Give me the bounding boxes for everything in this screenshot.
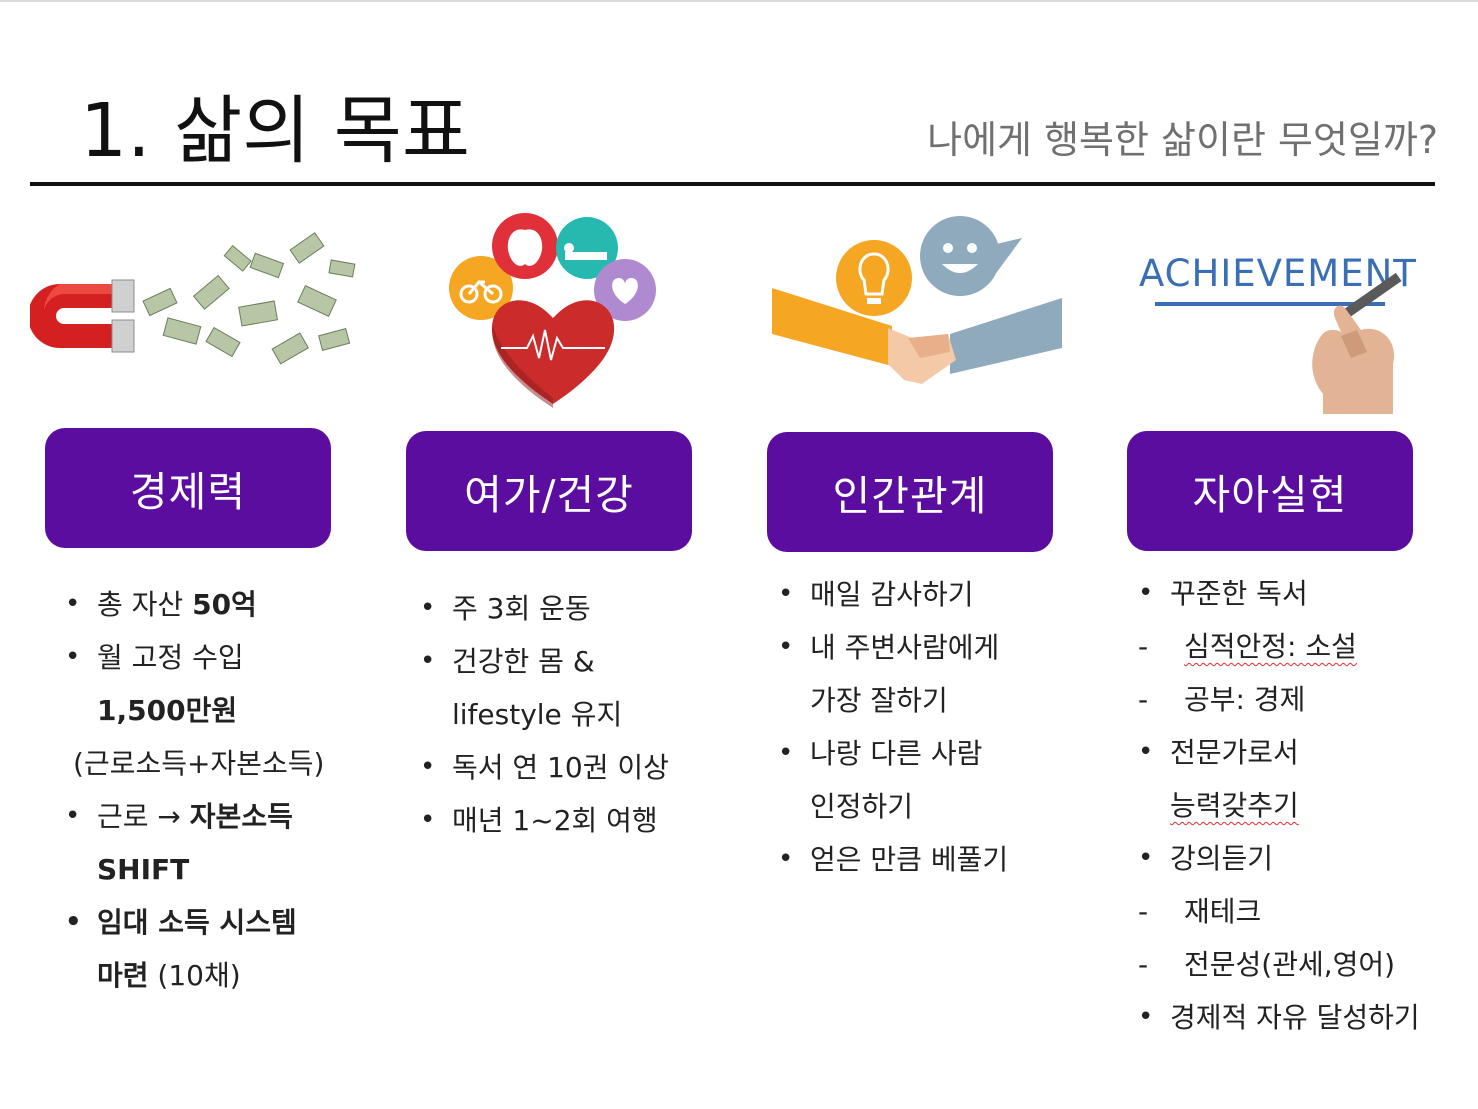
list-item: 총 자산 50억 (65, 578, 324, 631)
achievement-text: ACHIEVEMENT (1139, 252, 1417, 295)
list-item: 나랑 다른 사람 (778, 727, 1008, 780)
list-item: 능력갖추기 (1170, 789, 1299, 822)
category-self-realization: 자아실현 (1127, 431, 1413, 551)
page-subtitle: 나에게 행복한 삶이란 무엇일까? (927, 118, 1438, 162)
category-economy: 경제력 (45, 428, 331, 548)
economy-list: 총 자산 50억 월 고정 수입 1,500만원 (근로소득+자본소득) 근로 … (65, 578, 324, 1002)
magnet-money-icon (30, 222, 356, 382)
list-item: 전문가로서 (1138, 726, 1420, 779)
list-item: 꾸준한 독서 (1138, 567, 1420, 620)
handshake-icon (772, 216, 1062, 396)
list-item: 매년 1~2회 여행 (420, 794, 669, 847)
list-item: 내 주변사람에게 (778, 621, 1008, 674)
achievement-writing-hand-icon: ACHIEVEMENT (1135, 244, 1420, 416)
list-item: 임대 소득 시스템 (65, 896, 324, 949)
list-item: 1,500만원 (97, 694, 238, 727)
list-item: 마련 (10채) (97, 959, 241, 992)
list-item: 얻은 만큼 베풀기 (778, 833, 1008, 886)
category-relationships: 인간관계 (767, 432, 1053, 552)
list-item: 월 고정 수입 (65, 631, 324, 684)
list-item: lifestyle 유지 (452, 698, 623, 731)
list-item: 재테크 (1138, 885, 1420, 938)
title-divider (30, 182, 1435, 186)
list-item: 근로 → 자본소득 (65, 790, 324, 843)
list-item: 전문성(관세,영어) (1138, 938, 1420, 991)
self-realization-list: 꾸준한 독서 심적안정: 소설 공부: 경제 전문가로서 능력갖추기 강의듣기 … (1138, 567, 1420, 1044)
list-item: 매일 감사하기 (778, 568, 1008, 621)
relationships-list: 매일 감사하기 내 주변사람에게 가장 잘하기 나랑 다른 사람 인정하기 얻은… (778, 568, 1008, 886)
page-title: 1. 삶의 목표 (80, 88, 470, 174)
list-item: 인정하기 (810, 790, 914, 823)
leisure-health-list: 주 3회 운동 건강한 몸 & lifestyle 유지 독서 연 10권 이상… (420, 582, 669, 847)
list-item: 건강한 몸 & (420, 635, 669, 688)
heart-health-icon (445, 212, 660, 412)
list-item: (근로소득+자본소득) (73, 747, 325, 780)
list-item: 강의듣기 (1138, 832, 1420, 885)
list-item: 주 3회 운동 (420, 582, 669, 635)
list-item: 독서 연 10권 이상 (420, 741, 669, 794)
list-item: 공부: 경제 (1138, 673, 1420, 726)
list-item: 심적안정: 소설 (1138, 620, 1420, 673)
top-border (0, 0, 1478, 2)
list-item: SHIFT (97, 853, 190, 886)
category-leisure-health: 여가/건강 (406, 431, 692, 551)
list-item: 경제적 자유 달성하기 (1138, 991, 1420, 1044)
list-item: 가장 잘하기 (810, 684, 948, 717)
